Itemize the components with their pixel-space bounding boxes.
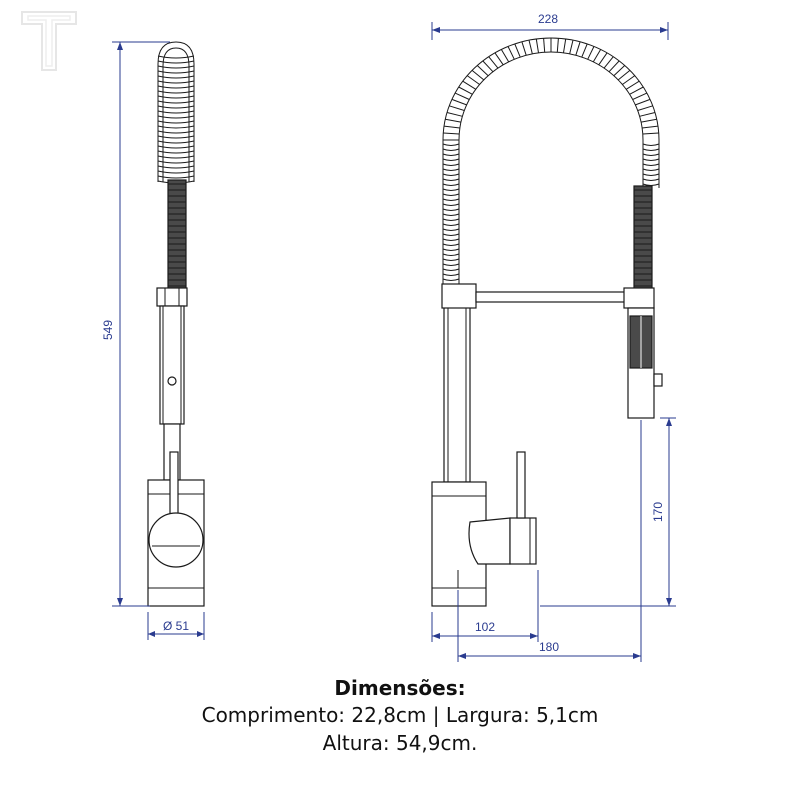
front-cartridge (468, 517, 511, 565)
side-spray-button-icon (167, 376, 177, 386)
brand-logo-icon (21, 11, 77, 71)
side-spring-coil (157, 41, 195, 184)
reach-dimension-label: 180 (539, 640, 559, 654)
front-view (431, 37, 663, 607)
side-handle-disk (148, 512, 204, 568)
front-spray-button-icon (653, 373, 663, 387)
dimensions-title: Dimensões: (334, 676, 466, 700)
side-hose-ribs (168, 183, 186, 287)
front-spring-coil (442, 37, 660, 286)
diameter-dimension-label: Ø 51 (163, 619, 189, 633)
front-lever (516, 451, 526, 519)
side-view (147, 41, 205, 607)
dimensions-height: Altura: 54,9cm. (322, 731, 478, 755)
front-dimensions: 228 170 102 180 (431, 12, 676, 662)
side-dimensions: 549 Ø 51 (101, 41, 205, 640)
side-spray-head (159, 305, 185, 425)
base-depth-dimension-label: 102 (475, 620, 495, 634)
front-handle-cap (509, 517, 537, 565)
front-hose-ribs (634, 189, 652, 287)
side-collar (156, 287, 188, 307)
front-holder-clamp (623, 287, 655, 309)
front-support-bar (475, 291, 627, 303)
spout-height-dimension-label: 170 (651, 502, 665, 522)
front-pipe-collar (441, 283, 477, 309)
height-dimension-label: 549 (101, 320, 115, 340)
width-dimension-label: 228 (538, 12, 558, 26)
dimensions-length-width: Comprimento: 22,8cm | Largura: 5,1cm (201, 703, 599, 727)
